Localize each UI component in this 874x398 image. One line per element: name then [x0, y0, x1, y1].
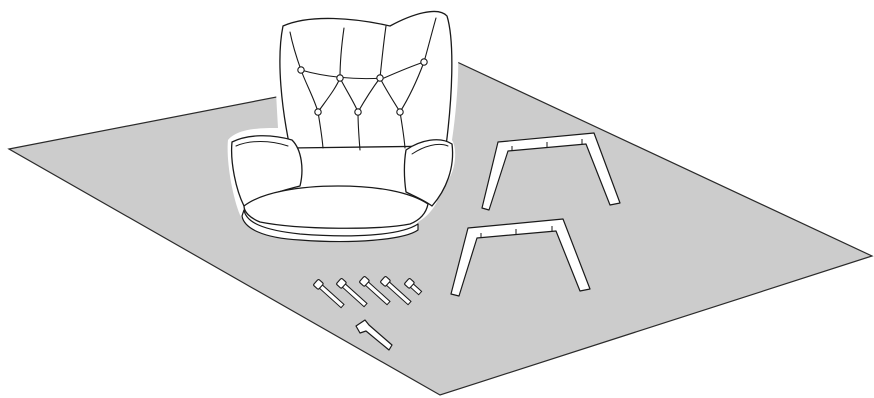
chair-left-arm [230, 135, 303, 207]
leg-frame-1 [481, 132, 621, 211]
chair-right-arm [403, 139, 454, 207]
bolts-group [313, 276, 423, 309]
bolt-head [313, 279, 324, 290]
left-arm-inner-seam [235, 141, 289, 147]
bolt-head [359, 276, 370, 287]
bolt [359, 276, 391, 306]
bolt-head [336, 278, 347, 289]
leg-frame-1-body [481, 132, 621, 211]
chair-seat-cushion [243, 185, 429, 229]
leg-frame-2-body [450, 218, 591, 297]
chair-backrest [279, 10, 453, 149]
tuft-buttons [297, 58, 428, 116]
bolt [404, 278, 423, 296]
leg-frame-2 [450, 218, 591, 297]
allen-key-body [355, 319, 393, 351]
bolt-head [380, 276, 391, 287]
chair-seat-base [241, 209, 419, 243]
allen-key [355, 319, 393, 351]
bolt [336, 278, 368, 308]
bolt [380, 276, 412, 306]
bolt [313, 279, 345, 309]
right-arm-inner-seam [411, 143, 449, 155]
armchair-seat [227, 5, 459, 243]
bolt-head [404, 278, 415, 289]
